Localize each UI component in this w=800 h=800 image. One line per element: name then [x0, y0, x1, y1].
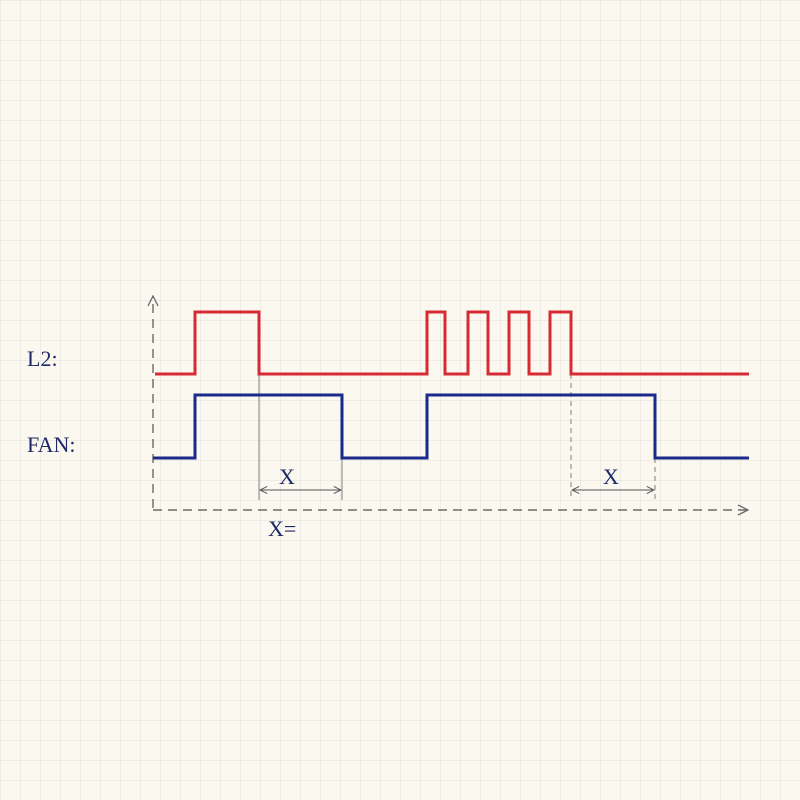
- fan-waveform: [153, 393, 749, 460]
- l2-label: L2:: [27, 346, 58, 371]
- fan-label: FAN:: [27, 432, 76, 457]
- dimension-label-1: X: [279, 464, 295, 489]
- dimension-label-2: X: [603, 464, 619, 489]
- footnote-text: X=: [268, 516, 296, 541]
- l2-waveform: [155, 310, 749, 376]
